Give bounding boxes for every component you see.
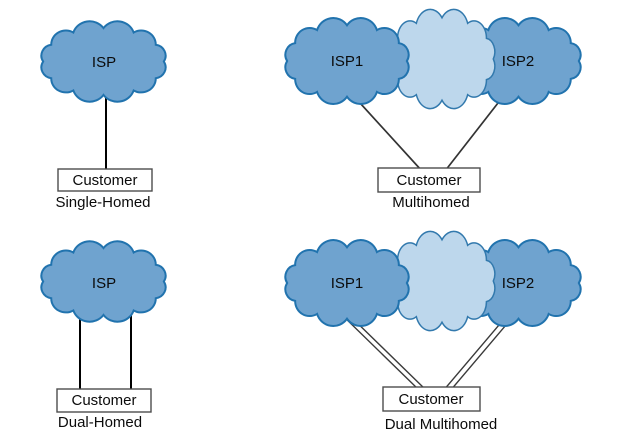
isp-label: ISP <box>92 54 116 71</box>
isp-label: ISP <box>92 275 116 292</box>
customer-box <box>56 388 152 413</box>
isp1-label: ISP1 <box>331 53 364 70</box>
isp2-label: ISP2 <box>502 275 535 292</box>
panel-single-homed: ISP Customer Single-Homed <box>40 20 167 211</box>
link-line <box>444 93 506 172</box>
panel-dual-homed: ISP Customer Dual-Homed <box>40 240 167 431</box>
customer-box <box>382 386 481 412</box>
customer-box <box>57 168 153 192</box>
customer-label: Customer <box>396 172 461 189</box>
panel-caption: Dual Multihomed <box>385 416 498 433</box>
panel-caption: Dual-Homed <box>58 414 142 431</box>
panel-multihomed: ISP1 ISP2 Customer Multihomed <box>284 8 582 211</box>
customer-label: Customer <box>71 392 136 409</box>
customer-label: Customer <box>398 391 463 408</box>
panel-caption: Single-Homed <box>55 194 150 211</box>
customer-label: Customer <box>72 172 137 189</box>
panel-dual-multihomed: ISP1 ISP2 Customer Dual Multihomed <box>284 230 582 433</box>
link-line <box>349 91 423 172</box>
customer-box <box>377 167 481 193</box>
panel-caption: Multihomed <box>392 194 470 211</box>
isp2-label: ISP2 <box>502 53 535 70</box>
isp1-label: ISP1 <box>331 275 364 292</box>
